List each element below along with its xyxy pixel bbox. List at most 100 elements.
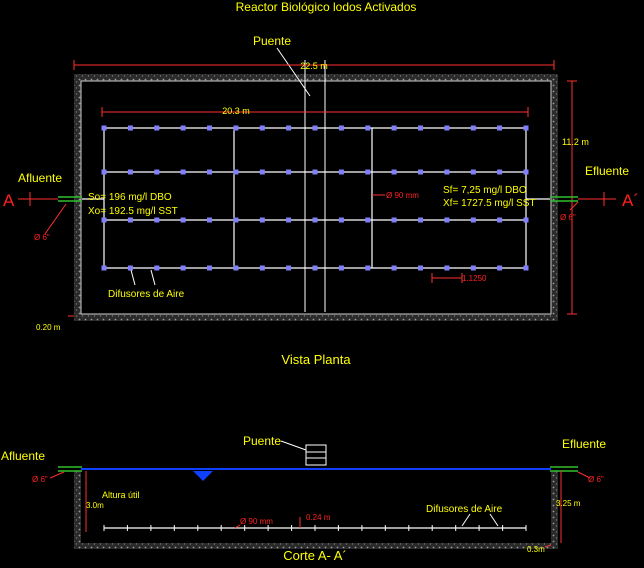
section-pipe90-leader [234, 524, 241, 529]
plan-difusores-leaders [130, 269, 156, 286]
diffuser-marker [391, 217, 397, 223]
plan-pipe-right-leader [569, 201, 579, 211]
diffuser-marker [312, 169, 318, 175]
diffuser-marker [497, 125, 503, 131]
plan-xf-label: Xf= 1727.5 mg/l SST [443, 198, 536, 209]
plan-view-label: Vista Planta [281, 352, 351, 367]
plan-section-arrow-left [18, 192, 58, 206]
diffuser-marker [127, 169, 133, 175]
diffuser-marker [233, 217, 239, 223]
diffuser-marker [365, 125, 371, 131]
section-tank-walls [74, 471, 558, 549]
diffuser-marker [365, 169, 371, 175]
plan-sf-label: Sf= 7,25 mg/l DBO [443, 185, 527, 196]
section-difusores-leaders [461, 513, 499, 527]
section-difusores-label: Difusores de Aire [426, 504, 503, 515]
plan-wall-label: 0.20 m [36, 323, 61, 332]
diffuser-marker [259, 217, 265, 223]
diffuser-marker [233, 169, 239, 175]
plan-outlet-pipe [526, 196, 578, 202]
diffuser-marker [391, 265, 397, 271]
diffuser-marker [154, 265, 160, 271]
diffuser-marker [233, 265, 239, 271]
plan-view: Puente 22.5 m 20.3 m 11.2 m [3, 34, 639, 367]
plan-xo-label: Xo= 192.5 mg/l SST [88, 206, 178, 217]
plan-pipe-right-label: Ø 6" [560, 213, 576, 222]
section-pipe-right-leader [577, 471, 591, 479]
diffuser-marker [418, 217, 423, 223]
plan-section-arrow-right [578, 192, 616, 206]
diffuser-marker [259, 265, 265, 271]
section-pipe-left-label: Ø 6" [32, 475, 48, 484]
plan-section-mark-right: A´ [622, 191, 639, 210]
plan-diffusers [101, 125, 529, 271]
plan-pipe90-label: Ø 90 mm [386, 191, 419, 200]
plan-difusores-label: Difusores de Aire [108, 289, 185, 300]
plan-so-label: So= 196 mg/l DBO [88, 192, 172, 203]
diffuser-marker [365, 217, 371, 223]
diffuser-marker [101, 169, 107, 175]
section-depth-right-label: 3.25 m [556, 499, 581, 508]
diffuser-marker [180, 125, 186, 131]
diffuser-marker [101, 125, 107, 131]
diffuser-marker [259, 125, 265, 131]
plan-afluente-label: Afluente [18, 171, 62, 185]
diffuser-marker [418, 169, 423, 175]
section-pipe-right-label: Ø 6" [588, 475, 604, 484]
diffuser-marker [418, 265, 423, 271]
diffuser-marker [312, 217, 318, 223]
section-altura-label: Altura útil [102, 490, 140, 500]
diffuser-marker [338, 265, 344, 271]
plan-pipe-left-leader [44, 203, 67, 235]
diffuser-marker [523, 265, 529, 271]
plan-bridge-label: Puente [253, 34, 291, 48]
diffuser-marker [523, 217, 529, 223]
diffuser-marker [497, 265, 503, 271]
diffuser-marker [444, 265, 450, 271]
diffuser-marker [127, 217, 133, 223]
section-bridge [305, 444, 327, 466]
diffuser-marker [312, 125, 318, 131]
diffuser-marker [338, 169, 344, 175]
diffuser-marker [101, 217, 107, 223]
diffuser-marker [338, 217, 344, 223]
plan-inlet-pipe [58, 196, 104, 202]
diffuser-marker [127, 265, 133, 271]
diffuser-marker [286, 217, 292, 223]
diffuser-marker [470, 265, 476, 271]
diffuser-marker [180, 265, 186, 271]
section-diffusers [103, 525, 527, 531]
diffuser-marker [207, 265, 212, 271]
section-pipe90-label: Ø 90 mm [240, 517, 273, 526]
diffuser-marker [154, 217, 160, 223]
section-afluente-label: Afluente [1, 449, 45, 463]
section-view-label: Corte A- A´ [283, 548, 347, 563]
water-level-icon [193, 471, 213, 481]
diffuser-marker [154, 125, 160, 131]
diffuser-marker [470, 125, 476, 131]
plan-dim-spacing-label: 1.1250 [462, 274, 487, 283]
diffuser-marker [180, 217, 186, 223]
diffuser-marker [391, 125, 397, 131]
diffuser-marker [391, 169, 397, 175]
plan-dim-total-label: 22.5 m [300, 61, 328, 71]
plan-pipe-left-label: Ø 6" [34, 233, 50, 242]
section-efluente-label: Efluente [562, 437, 606, 451]
diffuser-marker [444, 169, 450, 175]
plan-dim-inner [101, 107, 529, 117]
plan-section-mark-left: A [3, 191, 15, 210]
diffuser-marker [127, 125, 133, 131]
section-pipe-left-leader [49, 471, 65, 479]
section-bridge-label: Puente [243, 434, 281, 448]
section-bridge-leader [280, 440, 307, 451]
diffuser-marker [286, 125, 292, 131]
plan-dim-inner-label: 20.3 m [222, 106, 250, 116]
plan-dim-height-label: 11.2 m [562, 137, 589, 147]
diffuser-marker [497, 217, 503, 223]
diffuser-marker [444, 125, 450, 131]
section-top-pipes [58, 466, 578, 472]
diffuser-marker [523, 125, 529, 131]
section-view: Puente Afluente Efluente Ø 6" Ø 6" 3.0m … [1, 434, 606, 563]
diffuser-marker [523, 169, 529, 175]
